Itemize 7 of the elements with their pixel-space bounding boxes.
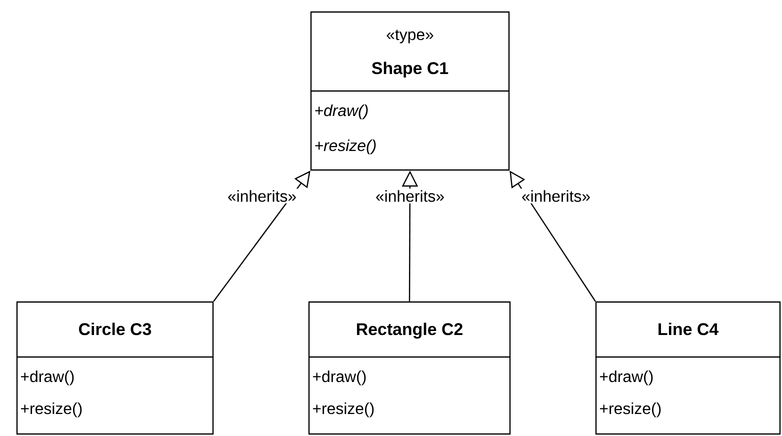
edge-label: «inherits» [374, 188, 446, 204]
class-box: Line C4 +draw() +resize() [595, 301, 781, 435]
edge-label: «inherits» [226, 188, 298, 204]
class-box: Rectangle C2 +draw() +resize() [308, 301, 511, 435]
class-box: Circle C3 +draw() +resize() [16, 301, 214, 435]
edge-label: «inherits» [520, 188, 592, 204]
class-box: «type» Shape C1 +draw() +resize() [310, 11, 510, 171]
